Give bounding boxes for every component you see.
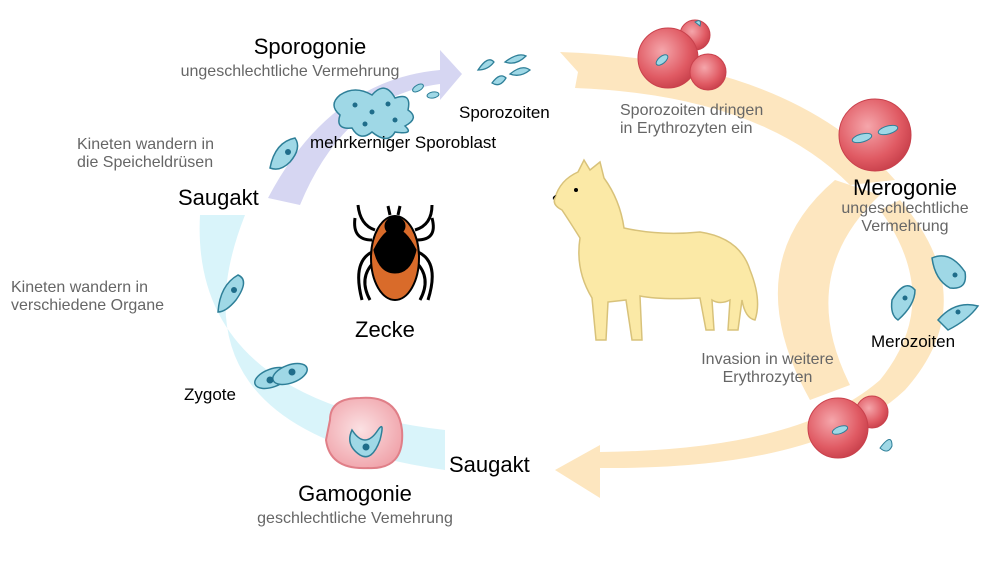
reinvasion-label-line2: Erythrozyten xyxy=(722,369,813,386)
zygote-icon xyxy=(254,362,308,390)
saugakt-bottom-label: Saugakt xyxy=(449,452,530,477)
gamogonie-subtitle: geschlechtliche Vemehrung xyxy=(257,510,453,527)
sporozoites-label: Sporozoiten xyxy=(459,103,550,122)
sporozoites-icon xyxy=(476,54,532,86)
sporogonie-subtitle: ungeschlechtliche Vermehrung xyxy=(180,63,400,80)
invasion-label-line2: in Erythrozyten ein xyxy=(620,120,753,137)
sporoblast-icon xyxy=(333,83,440,140)
kinete-salivary-icon xyxy=(269,137,299,170)
sporogonie-title: Sporogonie xyxy=(253,34,367,59)
erythrocytes-reinvasion-icon xyxy=(807,395,893,459)
dog-icon xyxy=(552,158,759,341)
gamogonie-title: Gamogonie xyxy=(298,481,412,506)
saugakt-left-label: Saugakt xyxy=(178,185,259,210)
merogonie-erythrocyte-icon xyxy=(838,98,912,172)
gamogonie-cell-icon xyxy=(324,396,404,470)
merogonie-title: Merogonie xyxy=(853,175,957,200)
tick-icon xyxy=(353,204,435,301)
infection-arrow xyxy=(560,52,895,185)
kineten-arrow xyxy=(199,215,445,470)
merozoites-label: Merozoiten xyxy=(871,332,956,351)
salivary-label-line2: die Speicheldrüsen xyxy=(77,154,214,171)
organs-label-line1: Kineten wandern in xyxy=(11,279,148,296)
reinvasion-label-line1: Invasion in weitere xyxy=(701,351,834,368)
merozoites-icon xyxy=(890,255,980,331)
erythrocytes-infected-icon xyxy=(637,19,727,91)
invasion-arrow xyxy=(777,180,880,400)
organs-label-line2: verschiedene Organe xyxy=(11,297,164,314)
kinete-organs-icon xyxy=(217,274,245,313)
merogonie-subtitle-line1: ungeschlechtliche xyxy=(841,200,969,217)
merogonie-subtitle-line2: Vermehrung xyxy=(861,218,949,235)
tick-label: Zecke xyxy=(355,317,415,342)
zygote-label: Zygote xyxy=(184,385,236,404)
salivary-label-line1: Kineten wandern in xyxy=(77,136,214,153)
sporoblast-label: mehrkerniger Sporoblast xyxy=(310,133,497,152)
invasion-label-line1: Sporozoiten dringen xyxy=(620,102,764,119)
